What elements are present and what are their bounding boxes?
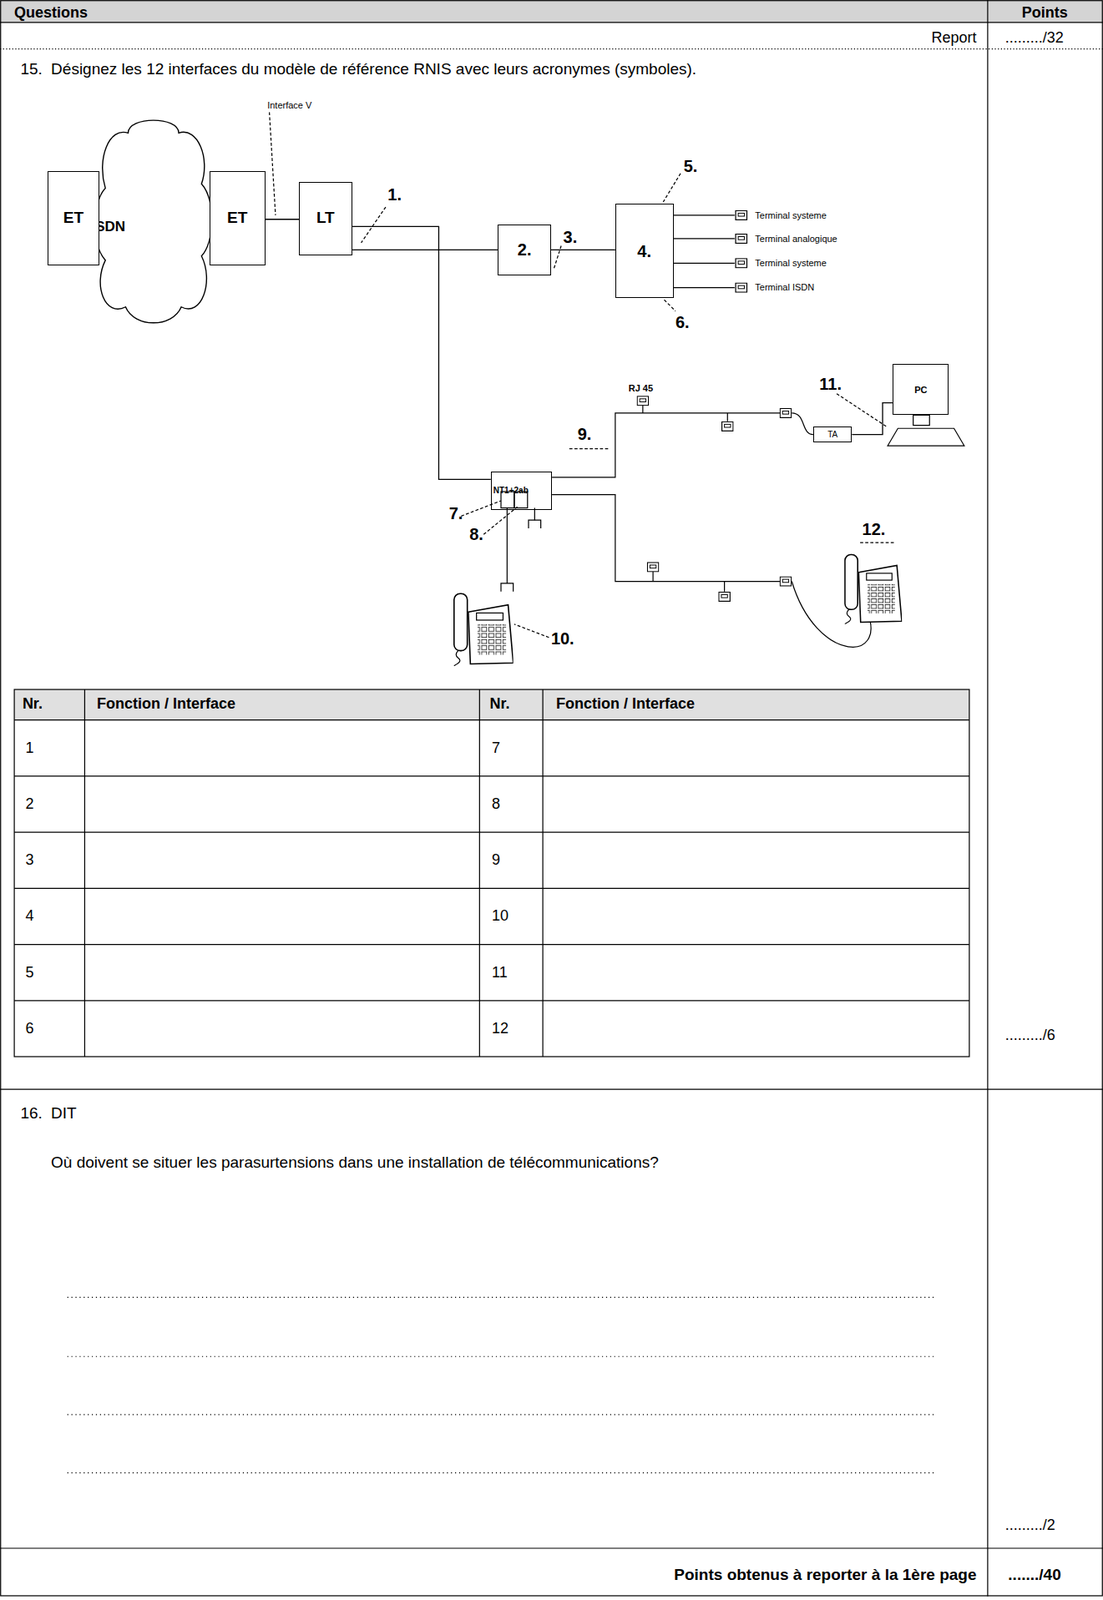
device-box: 4. (615, 203, 674, 298)
network-termination-box: NT1+2ab (490, 471, 552, 511)
callout-number: 12. (862, 518, 886, 541)
socket-symbol (735, 210, 747, 220)
row-number: 10 (491, 906, 509, 926)
rule (0, 48, 1103, 50)
interface-label: Interface V (267, 99, 312, 112)
connector-line (851, 403, 893, 436)
row-number: 3 (25, 850, 35, 871)
table-header: Nr. (22, 694, 43, 714)
telephone (454, 593, 514, 669)
row-number: 5 (25, 963, 35, 983)
rule (0, 1548, 1103, 1549)
column-header: Points (1022, 3, 1068, 23)
connector-line (265, 218, 299, 220)
node-text: 4. (637, 242, 652, 261)
callout-number: 3. (563, 226, 578, 248)
question-text: Où doivent se situer les parasurtensions… (50, 1153, 847, 1174)
rule (0, 21, 1103, 23)
callout-number: 7. (449, 502, 464, 525)
row-number: 6 (25, 1019, 35, 1039)
socket-symbol (735, 258, 747, 269)
line-termination-box: LT (298, 182, 353, 256)
question-number: 15. (20, 59, 42, 81)
callout-number: 10. (551, 627, 575, 650)
callout-number: 9. (577, 423, 592, 446)
node-text: 2. (517, 240, 532, 259)
header-band (0, 0, 1103, 23)
socket-symbol (779, 576, 791, 587)
callout-number: 5. (683, 155, 699, 178)
node-text: LT (316, 209, 335, 228)
telephone (844, 555, 902, 628)
device-box: 2. (497, 224, 552, 276)
answer-table (14, 689, 970, 1058)
total-label: Points obtenus à reporter à la 1ère page (673, 1565, 977, 1587)
row-number: 7 (491, 738, 501, 759)
row-number: 8 (491, 794, 501, 815)
node-text: NT1+2ab (493, 485, 529, 496)
table-header: Nr. (490, 694, 511, 714)
adapter-box: TA (813, 426, 852, 444)
socket-symbol (735, 233, 747, 243)
pc-figure (887, 414, 965, 446)
report-label: Report (930, 28, 977, 48)
row-number: 11 (491, 963, 508, 983)
points-blank: ......./40 (1007, 1565, 1061, 1587)
callout-number: 1. (387, 183, 402, 206)
socket-symbol (718, 591, 730, 602)
callout-number: 8. (469, 523, 484, 546)
s-bus-2 (551, 495, 871, 648)
terminal-wires (673, 215, 735, 289)
network-cloud: ISDN (90, 116, 218, 329)
terminal-label: Terminal ISDN (754, 281, 815, 294)
table-header: Fonction / Interface (96, 694, 236, 714)
terminal-label: Terminal systeme (754, 257, 827, 269)
rule (0, 1088, 1103, 1090)
node-text: ET (63, 209, 84, 228)
connector-label: RJ 45 (628, 382, 653, 395)
table-header: Fonction / Interface (556, 694, 695, 714)
node-text: ET (227, 209, 248, 228)
column-rule (986, 0, 988, 1597)
callout-number: 6. (675, 311, 690, 334)
socket-symbol (722, 421, 734, 431)
points-blank: ........./2 (1005, 1516, 1056, 1536)
connector-line (551, 249, 616, 251)
socket-symbol (779, 408, 791, 418)
question-text: Désignez les 12 interfaces du modèle de … (50, 59, 847, 81)
node-text: PC (914, 384, 927, 395)
points-blank: ........./6 (1005, 1026, 1056, 1046)
table-header-band (14, 689, 970, 721)
column-header: Questions (14, 3, 88, 23)
monitor-box: PC (892, 364, 949, 415)
terminal-label: Terminal analogique (754, 232, 837, 245)
socket-symbol (647, 562, 658, 572)
socket-symbol (735, 283, 747, 293)
points-blank: ........./32 (1005, 28, 1064, 48)
s-bus-1 (551, 404, 814, 478)
callout-number: 11. (819, 373, 842, 395)
leader-lines (269, 111, 896, 638)
row-number: 9 (491, 850, 501, 871)
terminal-label: Terminal systeme (754, 209, 827, 222)
rj45-socket (637, 396, 648, 406)
connector-line (352, 226, 491, 480)
table-rules (14, 689, 970, 1058)
answer-lines (67, 1297, 934, 1473)
exchange-box: ET (47, 171, 99, 265)
row-number: 1 (25, 738, 35, 759)
row-number: 2 (25, 794, 35, 815)
phone-cords (500, 508, 542, 592)
exchange-box: ET (209, 171, 266, 265)
question-number: 16. (20, 1103, 42, 1125)
node-text: TA (827, 430, 838, 440)
connector-line (352, 249, 499, 251)
question-topic: DIT (50, 1103, 77, 1125)
row-number: 12 (491, 1019, 509, 1039)
row-number: 4 (25, 906, 35, 926)
